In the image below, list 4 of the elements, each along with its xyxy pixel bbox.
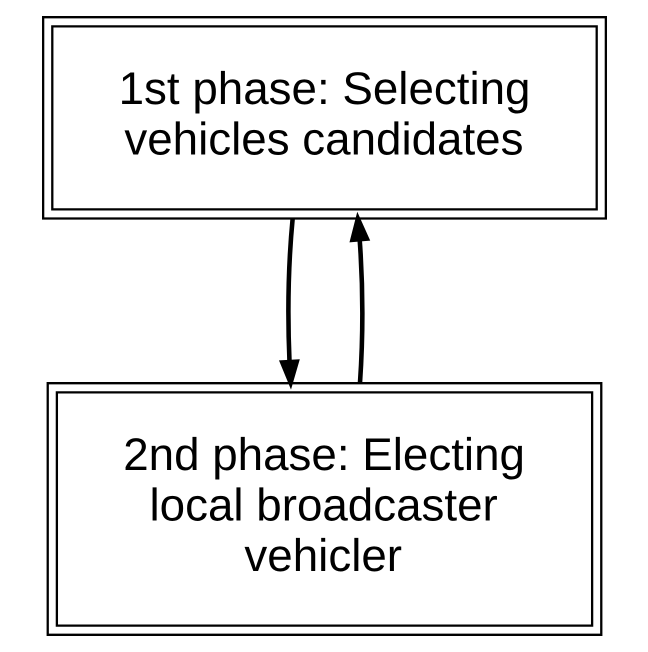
arrow: [278, 218, 300, 390]
node-box: 1st phase: Selecting vehicles candidates: [42, 16, 606, 220]
node-box: 2nd phase: Electing local broadcaster vehicler: [46, 382, 602, 636]
arrow: [348, 212, 370, 383]
